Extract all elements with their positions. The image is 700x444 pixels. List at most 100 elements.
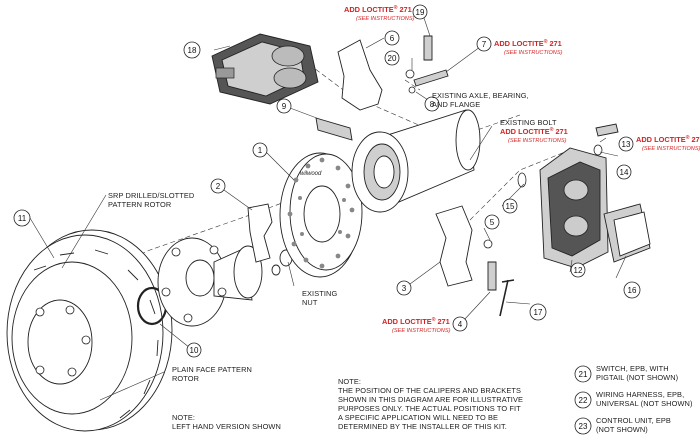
- loctite-note-bolt: ADD LOCTITE® 271 (SEE INSTRUCTIONS): [500, 126, 568, 144]
- svg-text:CONTROL UNIT, EPB: CONTROL UNIT, EPB: [596, 416, 671, 425]
- callout-5: 5: [484, 214, 500, 230]
- svg-text:5: 5: [490, 218, 495, 227]
- svg-text:9: 9: [282, 102, 287, 111]
- callout-4: 4: [452, 316, 468, 332]
- existing-nut-label: EXISTING NUT: [302, 289, 337, 307]
- svg-text:2: 2: [216, 182, 221, 191]
- svg-text:12: 12: [574, 266, 583, 275]
- svg-text:(SEE INSTRUCTIONS): (SEE INSTRUCTIONS): [508, 138, 567, 144]
- caliper-right: [539, 147, 609, 269]
- hat-brand-mark: wilwood: [300, 171, 322, 177]
- svg-text:SHOWN IN THIS DIAGRAM ARE FOR: SHOWN IN THIS DIAGRAM ARE FOR ILLUSTRATI…: [338, 395, 523, 404]
- leader-lines: [29, 11, 627, 401]
- plain-rotor-label: PLAIN FACE PATTERN ROTOR: [172, 365, 252, 383]
- legend-item-22: 22 WIRING HARNESS, EPB, UNIVERSAL (NOT S…: [574, 390, 693, 409]
- svg-text:THE POSITION OF THE CALIPERS A: THE POSITION OF THE CALIPERS AND BRACKET…: [338, 386, 521, 395]
- svg-text:14: 14: [620, 168, 629, 177]
- callout-6: 6: [384, 30, 400, 46]
- svg-text:17: 17: [534, 308, 543, 317]
- svg-text:(SEE INSTRUCTIONS): (SEE INSTRUCTIONS): [642, 146, 700, 152]
- svg-text:ADD LOCTITE® 271: ADD LOCTITE® 271: [494, 38, 562, 48]
- svg-text:(NOT SHOWN): (NOT SHOWN): [596, 425, 648, 434]
- callout-2: 2: [210, 178, 226, 194]
- part-callouts: 1 2 3 4 5 6 7 8 9 10 11 12 13 14 15 16 1…: [13, 4, 641, 358]
- callout-7: 7: [476, 36, 492, 52]
- svg-text:LEFT HAND VERSION SHOWN: LEFT HAND VERSION SHOWN: [172, 422, 281, 431]
- loctite-note-top: ADD LOCTITE® 271 (SEE INSTRUCTIONS): [344, 4, 415, 22]
- svg-text:DETERMINED BY THE INSTALLER OF: DETERMINED BY THE INSTALLER OF THIS KIT.: [338, 422, 507, 431]
- svg-text:(SEE INSTRUCTIONS): (SEE INSTRUCTIONS): [392, 328, 451, 334]
- svg-text:NOTE:: NOTE:: [172, 413, 195, 422]
- svg-text:ROTOR: ROTOR: [172, 374, 199, 383]
- svg-text:UNIVERSAL (NOT SHOWN): UNIVERSAL (NOT SHOWN): [596, 399, 693, 408]
- hub-flange: [157, 237, 263, 327]
- svg-text:ADD LOCTITE® 271: ADD LOCTITE® 271: [344, 4, 412, 14]
- callout-14: 14: [616, 164, 632, 180]
- svg-text:15: 15: [506, 202, 515, 211]
- svg-text:SRP DRILLED/SLOTTED: SRP DRILLED/SLOTTED: [108, 191, 194, 200]
- svg-text:A SPECIFIC APPLICATION WILL NE: A SPECIFIC APPLICATION WILL NEED TO BE: [338, 413, 498, 422]
- loctite-note-13: ADD LOCTITE® 271 (SEE INSTRUCTIONS): [636, 134, 700, 152]
- svg-text:NOTE:: NOTE:: [338, 377, 361, 386]
- callout-16: 16: [623, 281, 641, 299]
- lower-hardware: [483, 172, 527, 291]
- callout-3: 3: [396, 280, 412, 296]
- svg-text:4: 4: [458, 320, 463, 329]
- callout-8: 8: [424, 96, 440, 112]
- svg-text:20: 20: [388, 54, 397, 63]
- svg-text:6: 6: [390, 34, 395, 43]
- svg-text:PLAIN FACE PATTERN: PLAIN FACE PATTERN: [172, 365, 252, 374]
- svg-text:8: 8: [430, 100, 435, 109]
- svg-text:WIRING HARNESS, EPB,: WIRING HARNESS, EPB,: [596, 390, 684, 399]
- svg-text:18: 18: [188, 46, 197, 55]
- svg-text:SWITCH, EPB, WITH: SWITCH, EPB, WITH: [596, 364, 669, 373]
- plain-face-rotor: [6, 229, 173, 432]
- callout-19: 19: [412, 4, 428, 20]
- svg-text:23: 23: [579, 422, 588, 431]
- drilled-hat: wilwood: [279, 152, 363, 278]
- legend-item-21: 21 SWITCH, EPB, WITH PIGTAIL (NOT SHOWN): [574, 364, 678, 383]
- callout-13: 13: [618, 136, 634, 152]
- caliper-upper: [211, 33, 319, 105]
- callout-1: 1: [252, 142, 268, 158]
- svg-text:(SEE INSTRUCTIONS): (SEE INSTRUCTIONS): [504, 50, 563, 56]
- bracket-small: [247, 203, 273, 263]
- srp-rotor-label: SRP DRILLED/SLOTTED PATTERN ROTOR: [108, 191, 194, 209]
- svg-text:ADD LOCTITE® 271: ADD LOCTITE® 271: [382, 316, 450, 326]
- svg-text:PURPOSES ONLY. THE ACTUAL POS: PURPOSES ONLY. THE ACTUAL POSITIONS TO F…: [338, 404, 521, 413]
- svg-text:EXISTING AXLE, BEARING,: EXISTING AXLE, BEARING,: [432, 91, 529, 100]
- svg-text:3: 3: [402, 284, 407, 293]
- brake-pads: [603, 203, 651, 263]
- callout-12: 12: [570, 262, 586, 278]
- svg-text:PATTERN ROTOR: PATTERN ROTOR: [108, 200, 171, 209]
- svg-text:13: 13: [622, 140, 631, 149]
- legend-item-23: 23 CONTROL UNIT, EPB (NOT SHOWN): [574, 416, 671, 435]
- svg-text:10: 10: [190, 346, 199, 355]
- left-hand-note: NOTE: LEFT HAND VERSION SHOWN: [172, 413, 281, 431]
- svg-text:PIGTAIL (NOT SHOWN): PIGTAIL (NOT SHOWN): [596, 373, 678, 382]
- svg-text:7: 7: [482, 40, 487, 49]
- svg-text:21: 21: [579, 370, 588, 379]
- callout-18: 18: [183, 41, 201, 59]
- callout-20: 20: [384, 50, 400, 66]
- spacer: [315, 117, 353, 141]
- svg-text:22: 22: [579, 396, 588, 405]
- svg-text:16: 16: [628, 286, 637, 295]
- svg-text:AND FLANGE: AND FLANGE: [432, 100, 480, 109]
- not-shown-legend: 21 SWITCH, EPB, WITH PIGTAIL (NOT SHOWN)…: [574, 364, 693, 435]
- svg-text:1: 1: [258, 146, 263, 155]
- callout-17: 17: [529, 303, 547, 321]
- upper-hardware: [405, 35, 449, 94]
- callout-15: 15: [502, 198, 518, 214]
- upper-bracket: [337, 39, 383, 111]
- svg-text:EXISTING: EXISTING: [302, 289, 337, 298]
- callout-10: 10: [186, 342, 202, 358]
- callout-11: 11: [13, 209, 31, 227]
- existing-axle-label: EXISTING AXLE, BEARING, AND FLANGE: [432, 91, 529, 109]
- existing-bolt-label: EXISTING BOLT: [500, 118, 557, 127]
- installation-note: NOTE: THE POSITION OF THE CALIPERS AND B…: [338, 377, 523, 431]
- axle-housing: [351, 109, 481, 213]
- svg-text:ADD LOCTITE® 271: ADD LOCTITE® 271: [636, 134, 700, 144]
- hex-key-tool: [499, 279, 515, 317]
